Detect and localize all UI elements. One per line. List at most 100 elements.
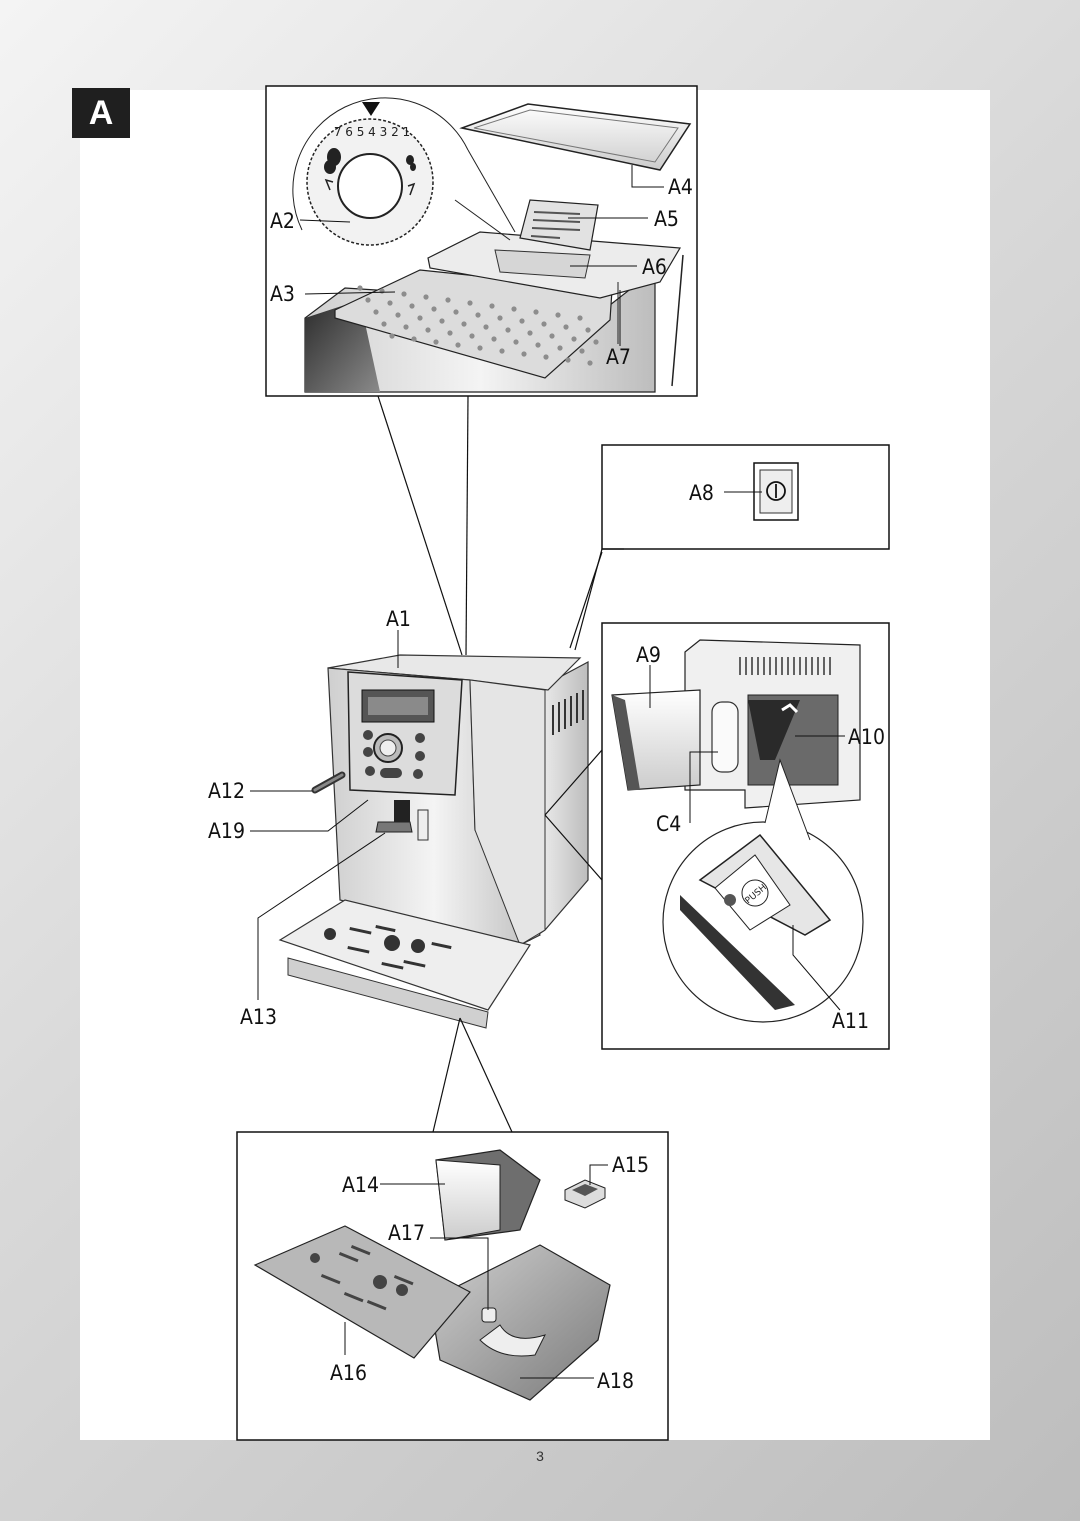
- cup-warmer-hole: [571, 336, 577, 342]
- cup-warmer-hole: [519, 318, 525, 324]
- cup-warmer-hole: [585, 327, 591, 333]
- power-icon: [766, 481, 786, 501]
- leader-a17: [430, 1237, 489, 1310]
- cup-warmer-hole: [543, 354, 549, 360]
- cup-warmer-hole: [511, 306, 517, 312]
- cup-warmer-hole: [455, 342, 461, 348]
- cup-warmer-hole: [461, 321, 467, 327]
- cup-warmer-hole: [433, 339, 439, 345]
- label-a18: A18: [597, 1369, 634, 1393]
- cup-warmer-hole: [417, 315, 423, 321]
- cup-warmer-hole: [469, 333, 475, 339]
- power-switch-panel: A8: [601, 444, 890, 550]
- power-switch-frame: [601, 444, 890, 550]
- filter-arrow-icon: [781, 703, 799, 714]
- cup-warmer-hole: [489, 303, 495, 309]
- label-a10: A10: [848, 725, 885, 749]
- dial-callout-arc: [292, 97, 469, 231]
- leader-a15: [589, 1164, 608, 1185]
- cup-warmer-hole: [497, 315, 503, 321]
- leader-a2: [299, 219, 351, 223]
- cup-warmer-hole: [541, 321, 547, 327]
- cup-warmer-hole: [373, 309, 379, 315]
- label-a6: A6: [642, 255, 667, 279]
- cup-warmer-hole: [467, 300, 473, 306]
- cup-warmer-hole: [389, 333, 395, 339]
- filter-blade: [680, 895, 795, 1010]
- cup-warmer-hole: [587, 360, 593, 366]
- cup-warmer-hole: [555, 312, 561, 318]
- page-number: 3: [536, 1448, 544, 1464]
- label-a3: A3: [270, 282, 295, 306]
- label-a14: A14: [342, 1173, 379, 1197]
- cup-warmer-hole: [483, 324, 489, 330]
- label-a8: A8: [689, 481, 714, 505]
- section-badge: A: [72, 88, 130, 138]
- spout-tray: [375, 821, 413, 833]
- tray-handle: [479, 1324, 546, 1357]
- funnel-slots: [530, 211, 581, 239]
- top-detail-panel: 7 6 5 4 3 2 1 A2 A3 A4 A5 A6 A7: [265, 85, 698, 397]
- side-vents: [552, 690, 584, 735]
- label-a7: A7: [606, 345, 631, 369]
- label-a13: A13: [240, 1005, 277, 1029]
- dial-pointer-icon: [362, 102, 380, 116]
- leader-a11: [792, 925, 841, 1011]
- cup-warmer-hole: [365, 297, 371, 303]
- leader-a19: [250, 799, 369, 832]
- cup-warmer-hole: [409, 303, 415, 309]
- lid-inner-edge: [473, 109, 679, 163]
- leader-a4: [631, 165, 664, 188]
- bean-container-inner: [494, 249, 591, 279]
- cup-warmer-hole: [577, 315, 583, 321]
- cup-warmer-hole: [453, 309, 459, 315]
- cup-warmer-hole: [527, 330, 533, 336]
- label-a19: A19: [208, 819, 245, 843]
- label-a11: A11: [832, 1009, 869, 1033]
- cup-warmer-hole: [557, 345, 563, 351]
- drip-tray-base: [429, 1244, 611, 1401]
- cup-warmer-hole: [395, 312, 401, 318]
- leader-c4: [689, 751, 718, 823]
- cup-warmer-hole: [475, 312, 481, 318]
- grinder-dial-center: [337, 153, 403, 219]
- cup-warmer-hole: [521, 351, 527, 357]
- label-a5: A5: [654, 207, 679, 231]
- cup-warmer-hole: [403, 324, 409, 330]
- drip-tray-plate: [253, 1225, 471, 1359]
- plate-slots: [310, 1245, 414, 1311]
- label-a15: A15: [612, 1153, 649, 1177]
- rear-vents: [739, 657, 831, 675]
- cup-warmer-hole: [431, 306, 437, 312]
- rotate-arrow-icon: [324, 178, 334, 191]
- drip-tray-slots: [324, 925, 452, 970]
- cup-warmer-hole: [381, 321, 387, 327]
- drip-tray-panel: A14 A15 A17 A16 A18: [236, 1131, 669, 1441]
- cup-warmer-hole: [533, 309, 539, 315]
- cup-warmer-hole: [447, 330, 453, 336]
- label-a12: A12: [208, 779, 245, 803]
- cup-warmer-hole: [491, 336, 497, 342]
- coffee-spout: [394, 800, 410, 828]
- cup-warmer-hole: [423, 294, 429, 300]
- fine-bean-icon: [406, 155, 414, 165]
- label-c4: C4: [656, 812, 681, 836]
- cup-warmer-hole: [425, 327, 431, 333]
- cup-warmer-hole: [593, 339, 599, 345]
- cup-warmer-hole: [579, 348, 585, 354]
- cup-warmer-plate: [334, 269, 613, 379]
- rotate-arrow-icon: [407, 182, 416, 196]
- label-a17: A17: [388, 1221, 425, 1245]
- cup-warmer-hole: [439, 318, 445, 324]
- cup-warmer-hole: [549, 333, 555, 339]
- cup-warmer-hole: [505, 327, 511, 333]
- cup-warmer-hole: [357, 285, 363, 291]
- cup-warmer-hole: [387, 300, 393, 306]
- cup-warmer-hole: [445, 297, 451, 303]
- leader-a13: [257, 832, 386, 1000]
- leader-a3: [304, 291, 396, 295]
- label-a2: A2: [270, 209, 295, 233]
- dial-scale: 7 6 5 4 3 2 1: [334, 125, 410, 139]
- drip-tray-front: [287, 957, 489, 1029]
